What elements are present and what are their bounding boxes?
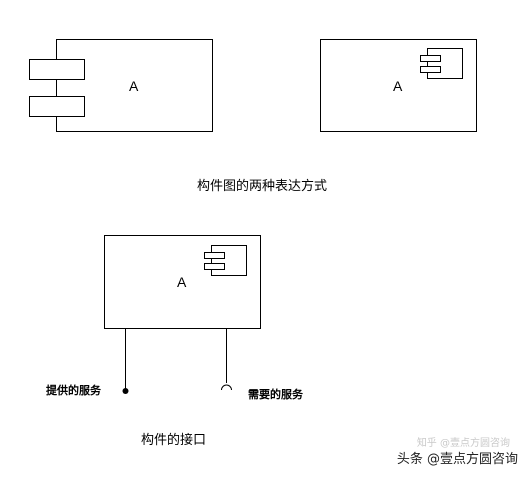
required-interface-socket [221, 384, 232, 391]
component-a3-label: A [177, 274, 187, 290]
watermark: 头条 @壹点方圆咨询 [396, 452, 518, 467]
watermark-faint: 知乎 @壹点方圆咨询 [416, 438, 510, 449]
component-a-uml1-style [29, 39, 213, 132]
component-a1-tab-bottom [29, 96, 85, 117]
component-icon [420, 48, 463, 79]
component-a1-tab-top [29, 59, 85, 80]
required-interface [221, 328, 232, 391]
component-a-uml2-style [320, 39, 477, 132]
required-interface-label: 需要的服务 [248, 388, 303, 401]
component-a2-label: A [393, 78, 403, 94]
component-a-with-interfaces [104, 235, 261, 329]
provided-interface-label: 提供的服务 [46, 384, 101, 397]
caption-component-interfaces: 构件的接口 [141, 433, 207, 448]
caption-two-notations: 构件图的两种表达方式 [197, 179, 328, 194]
component-icon [204, 245, 247, 276]
component-a1-label: A [129, 78, 139, 94]
provided-interface [122, 328, 129, 394]
provided-interface-ball [122, 388, 129, 394]
